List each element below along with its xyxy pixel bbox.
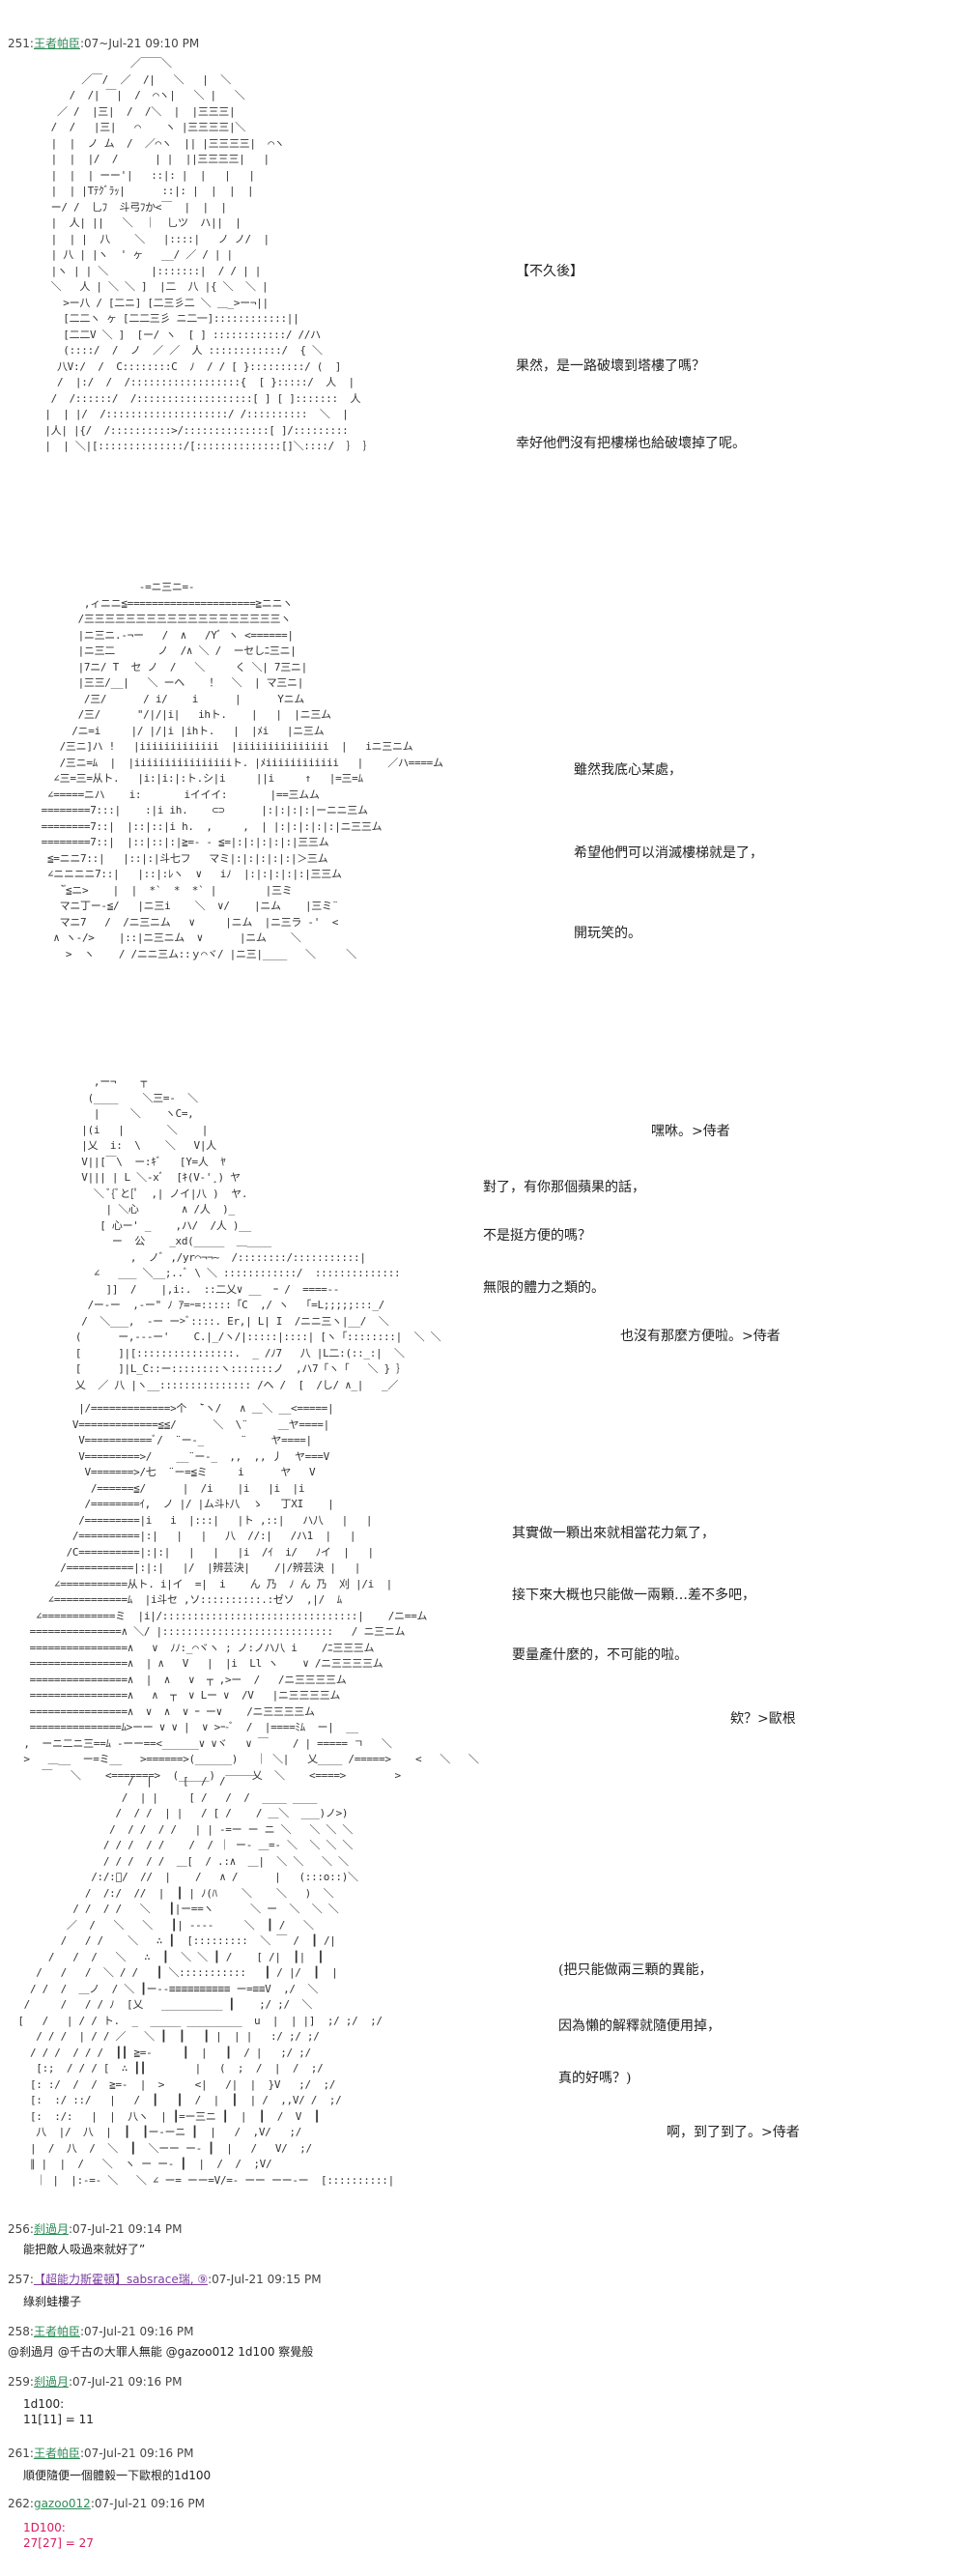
- dialogue-line: 【不久後】: [516, 264, 583, 279]
- ascii-art-panel-1: ／￣￣＼ ／￣/ ／ /| ＼ | ＼ / /| ￣| / ⌒ヽ| ＼ | ＼ …: [44, 57, 374, 452]
- post-header: 256:刹過月:07-Jul-21 09:14 PM: [8, 2222, 183, 2236]
- dialogue-line: 幸好他們沒有把樓梯也給破壞掉了呢。: [516, 436, 746, 451]
- dialogue-line: 真的好嗎？): [558, 2071, 632, 2086]
- post-date: 07-Jul-21 09:15 PM: [212, 2273, 322, 2286]
- post-number: 258: [8, 2325, 30, 2338]
- post-header: 258:王者帕臣:07-Jul-21 09:16 PM: [8, 2325, 194, 2338]
- dialogue-line: 果然，是一路破壞到塔樓了嗎？: [516, 358, 705, 374]
- poster-name-link[interactable]: 王者帕臣: [33, 2447, 80, 2460]
- post-header: 257:【超能力斯霍頓】sabsrace瑞, ⑨:07-Jul-21 09:15…: [8, 2273, 322, 2286]
- post-date: 07-Jul-21 09:16 PM: [84, 2447, 194, 2460]
- dice-roll-result: 1D100: 27[27] = 27: [23, 2521, 94, 2550]
- post-header: 261:王者帕臣:07-Jul-21 09:16 PM: [8, 2447, 194, 2460]
- dialogue-line: 無限的體力之類的。: [483, 1280, 605, 1296]
- post-date: 07~Jul-21 09:10 PM: [84, 37, 200, 50]
- post-number: 261: [8, 2447, 30, 2460]
- poster-name-link[interactable]: 王者帕臣: [33, 2325, 80, 2338]
- post-header: 251:王者帕臣:07~Jul-21 09:10 PM: [8, 37, 200, 50]
- poster-name-link[interactable]: 【超能力斯霍頓】sabsrace瑞, ⑨: [33, 2273, 209, 2286]
- post-header: 259:刹過月:07-Jul-21 09:16 PM: [8, 2375, 183, 2389]
- poster-name-link[interactable]: 王者帕臣: [33, 37, 80, 50]
- ascii-art-panel-2: -=ニ三ニ=- ,ィニニ≦=====================≧ニニヽ /…: [41, 581, 443, 960]
- post-body: @刹過月 @千古の大罪人無能 @gazoo012 1d100 察覺般: [8, 2345, 314, 2359]
- post-date: 07-Jul-21 09:16 PM: [72, 2375, 183, 2389]
- post-number: 262: [8, 2497, 30, 2510]
- post-body: 綠刹蛙樓子: [23, 2295, 82, 2308]
- dice-roll-result: 1d100: 11[11] = 11: [23, 2397, 94, 2426]
- ascii-art-panel-5: / | [ / /￣￣￣ / | | [ / / / ____ ____ / /…: [17, 1775, 394, 2187]
- post-date: 07-Jul-21 09:16 PM: [84, 2325, 194, 2338]
- ascii-art-panel-4: |/=============>个 ̄`ヽ/ ∧ ＿＼ __<=====| V=…: [23, 1402, 479, 1782]
- dialogue-line: 也沒有那麼方便啦。>侍者: [620, 1329, 781, 1344]
- post-header: 262:gazoo012:07-Jul-21 09:16 PM: [8, 2497, 206, 2510]
- dialogue-line: 因為懶的解釋就隨便用掉，: [558, 2018, 721, 2034]
- post-number: 257: [8, 2273, 30, 2286]
- dialogue-line: 雖然我底心某處，: [574, 762, 682, 778]
- dialogue-line: (把只能做兩三顆的異能，: [558, 1962, 713, 1978]
- post-date: 07-Jul-21 09:16 PM: [94, 2497, 206, 2510]
- dialogue-line: 希望他們可以消滅樓梯就是了，: [574, 845, 763, 861]
- post-number: 251: [8, 37, 30, 50]
- poster-name-link[interactable]: 刹過月: [33, 2375, 69, 2389]
- dialogue-line: 嘿咻。>侍者: [651, 1124, 730, 1139]
- dialogue-line: 開玩笑的。: [574, 926, 641, 941]
- dialogue-line: 要量產什麼的，不可能的啦。: [512, 1647, 688, 1663]
- poster-name-link[interactable]: 刹過月: [33, 2222, 69, 2236]
- dialogue-line: 不是挺方便的嗎？: [483, 1228, 591, 1244]
- poster-name-link[interactable]: gazoo012: [33, 2497, 91, 2510]
- dialogue-line: 其實做一顆出來就相當花力氣了，: [512, 1526, 715, 1541]
- post-body: 能把敵人吸過來就好了”: [23, 2243, 146, 2256]
- dialogue-line: 對了，有你那個蘋果的話，: [483, 1180, 645, 1195]
- post-number: 259: [8, 2375, 30, 2389]
- dialogue-line: 欸？>歐根: [730, 1711, 796, 1727]
- post-number: 256: [8, 2222, 30, 2236]
- ascii-art-panel-3: ,ー¬ ┬ (____ ＼三=- ＼ | ＼ ヽC=, |(i | ＼ | |乂…: [74, 1075, 441, 1391]
- post-body: 順便隨便一個體毅一下歐根的1d100: [23, 2469, 212, 2482]
- dialogue-line: 接下來大概也只能做一兩顆…差不多吧，: [512, 1588, 755, 1603]
- dialogue-line: 啊，到了到了。>侍者: [667, 2125, 800, 2140]
- post-date: 07-Jul-21 09:14 PM: [72, 2222, 183, 2236]
